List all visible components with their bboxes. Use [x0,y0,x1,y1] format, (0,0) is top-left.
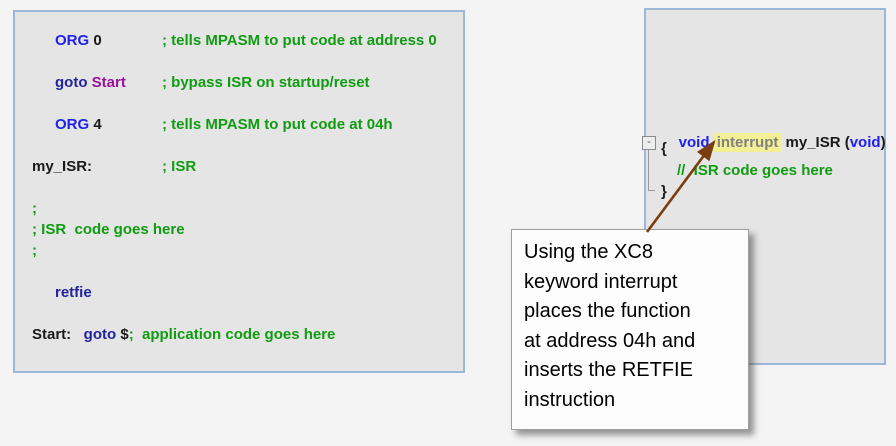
mpasm-code-panel: ORG 0 ; tells MPASM to put code at addre… [13,10,465,373]
mpasm-code-listing: ORG 0 ; tells MPASM to put code at addre… [15,12,463,371]
asm-semicolon: ; [32,200,37,217]
asm-start-statement: Start: goto $; application code goes her… [32,324,335,345]
asm-keyword-org: ORG [55,32,90,49]
code-fold-minus-icon[interactable]: - [642,136,656,150]
asm-line-org0: ORG 0 ; tells MPASM to put code at addre… [15,30,463,51]
asm-line-start: Start: goto $; application code goes her… [15,324,463,345]
c-close-paren: ) [880,134,886,151]
asm-dollar-operand: $ [116,326,129,343]
asm-start-label: Start: [32,326,72,343]
asm-keyword-goto: goto [55,74,88,91]
asm-keyword-retfie: retfie [55,284,92,301]
asm-goto-comment: ; bypass ISR on startup/reset [162,74,370,91]
asm-comment-line: ; [15,198,463,219]
asm-myisr-comment: ; ISR [162,158,197,175]
blank-line [15,303,463,324]
asm-org4-comment: ; tells MPASM to put code at 04h [162,116,393,133]
c-keyword-void: void [678,134,714,151]
asm-keyword-goto: goto [71,326,117,343]
asm-start-comment: ; application code goes here [128,326,336,343]
asm-line-goto-start: goto Start ; bypass ISR on startup/reset [15,72,463,93]
asm-org0-comment: ; tells MPASM to put code at address 0 [162,32,437,49]
c-close-brace: } [661,183,667,200]
asm-keyword-org: ORG [55,116,90,133]
asm-org0-operand: 0 [89,32,102,49]
c-isr-comment: // ISR code goes here [677,162,833,179]
asm-goto-statement: goto Start [55,72,126,93]
asm-org4-statement: ORG 4 [55,114,102,135]
asm-line-org4: ORG 4 ; tells MPASM to put code at 04h [15,114,463,135]
callout-annotation-box: Using the XC8 keyword interrupt places t… [511,229,749,430]
blank-line [15,261,463,282]
blank-line [15,177,463,198]
asm-isr-code-comment: ; ISR code goes here [32,221,185,238]
asm-comment-line: ; ISR code goes here [15,219,463,240]
asm-org4-operand: 4 [89,116,102,133]
c-function-name: my_ISR ( [781,134,850,151]
code-fold-guide-line [648,150,655,191]
asm-org0-statement: ORG 0 [55,30,102,51]
c-open-brace: { [661,140,667,157]
blank-line [15,51,463,72]
blank-line [15,93,463,114]
blank-line [15,135,463,156]
asm-start-label-ref: Start [87,74,126,91]
c-keyword-interrupt-highlighted: interrupt [713,133,782,152]
asm-semicolon: ; [32,242,37,259]
asm-line-retfie: retfie [15,282,463,303]
c-keyword-void-param: void [849,134,881,151]
asm-comment-line: ; [15,240,463,261]
asm-line-myisr-label: my_ISR: ; ISR [15,156,463,177]
asm-myisr-label: my_ISR: [32,158,93,175]
